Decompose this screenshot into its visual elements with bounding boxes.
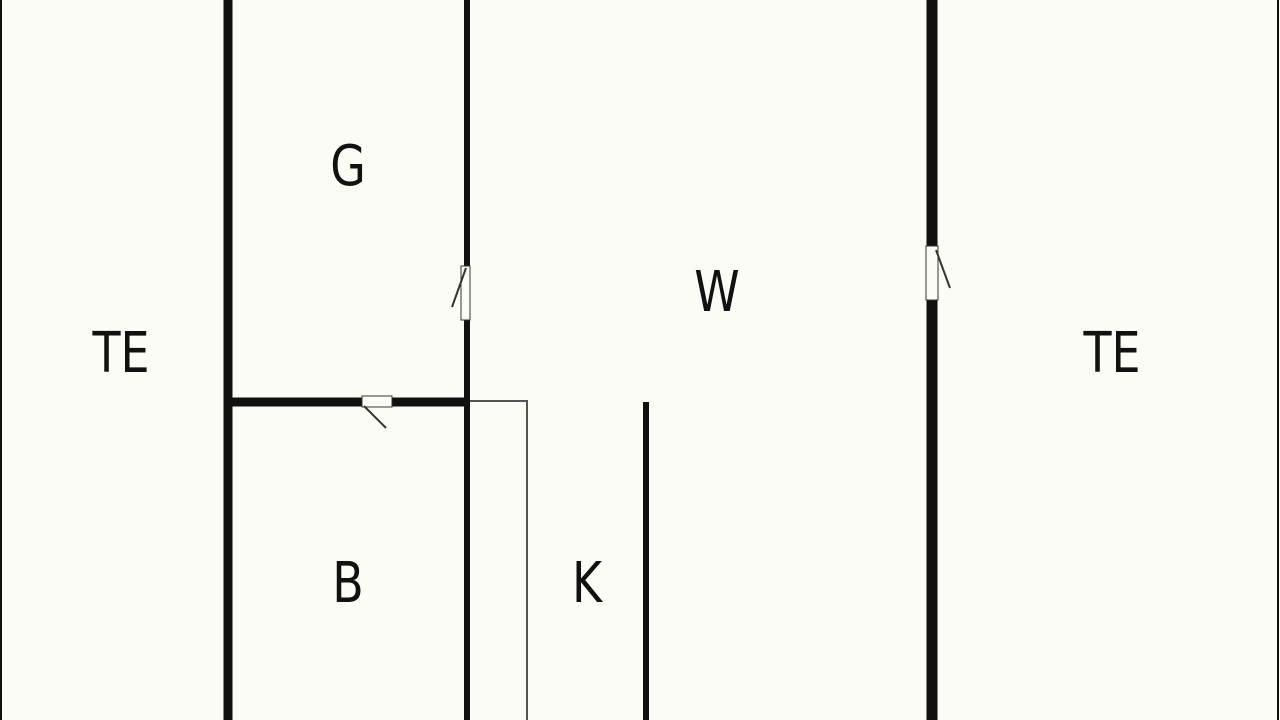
kitchen-counter	[470, 400, 528, 720]
room-label-g: G	[330, 134, 366, 199]
room-label-k: K	[571, 551, 603, 616]
room-label-terrace-right: TE	[1083, 321, 1141, 386]
room-label-terrace-left: TE	[92, 321, 150, 386]
room-label-b: B	[332, 551, 364, 616]
room-label-w: W	[694, 260, 740, 325]
door-w-terrace	[925, 245, 951, 301]
door-g-b	[361, 395, 393, 429]
door-g-w	[451, 265, 471, 321]
